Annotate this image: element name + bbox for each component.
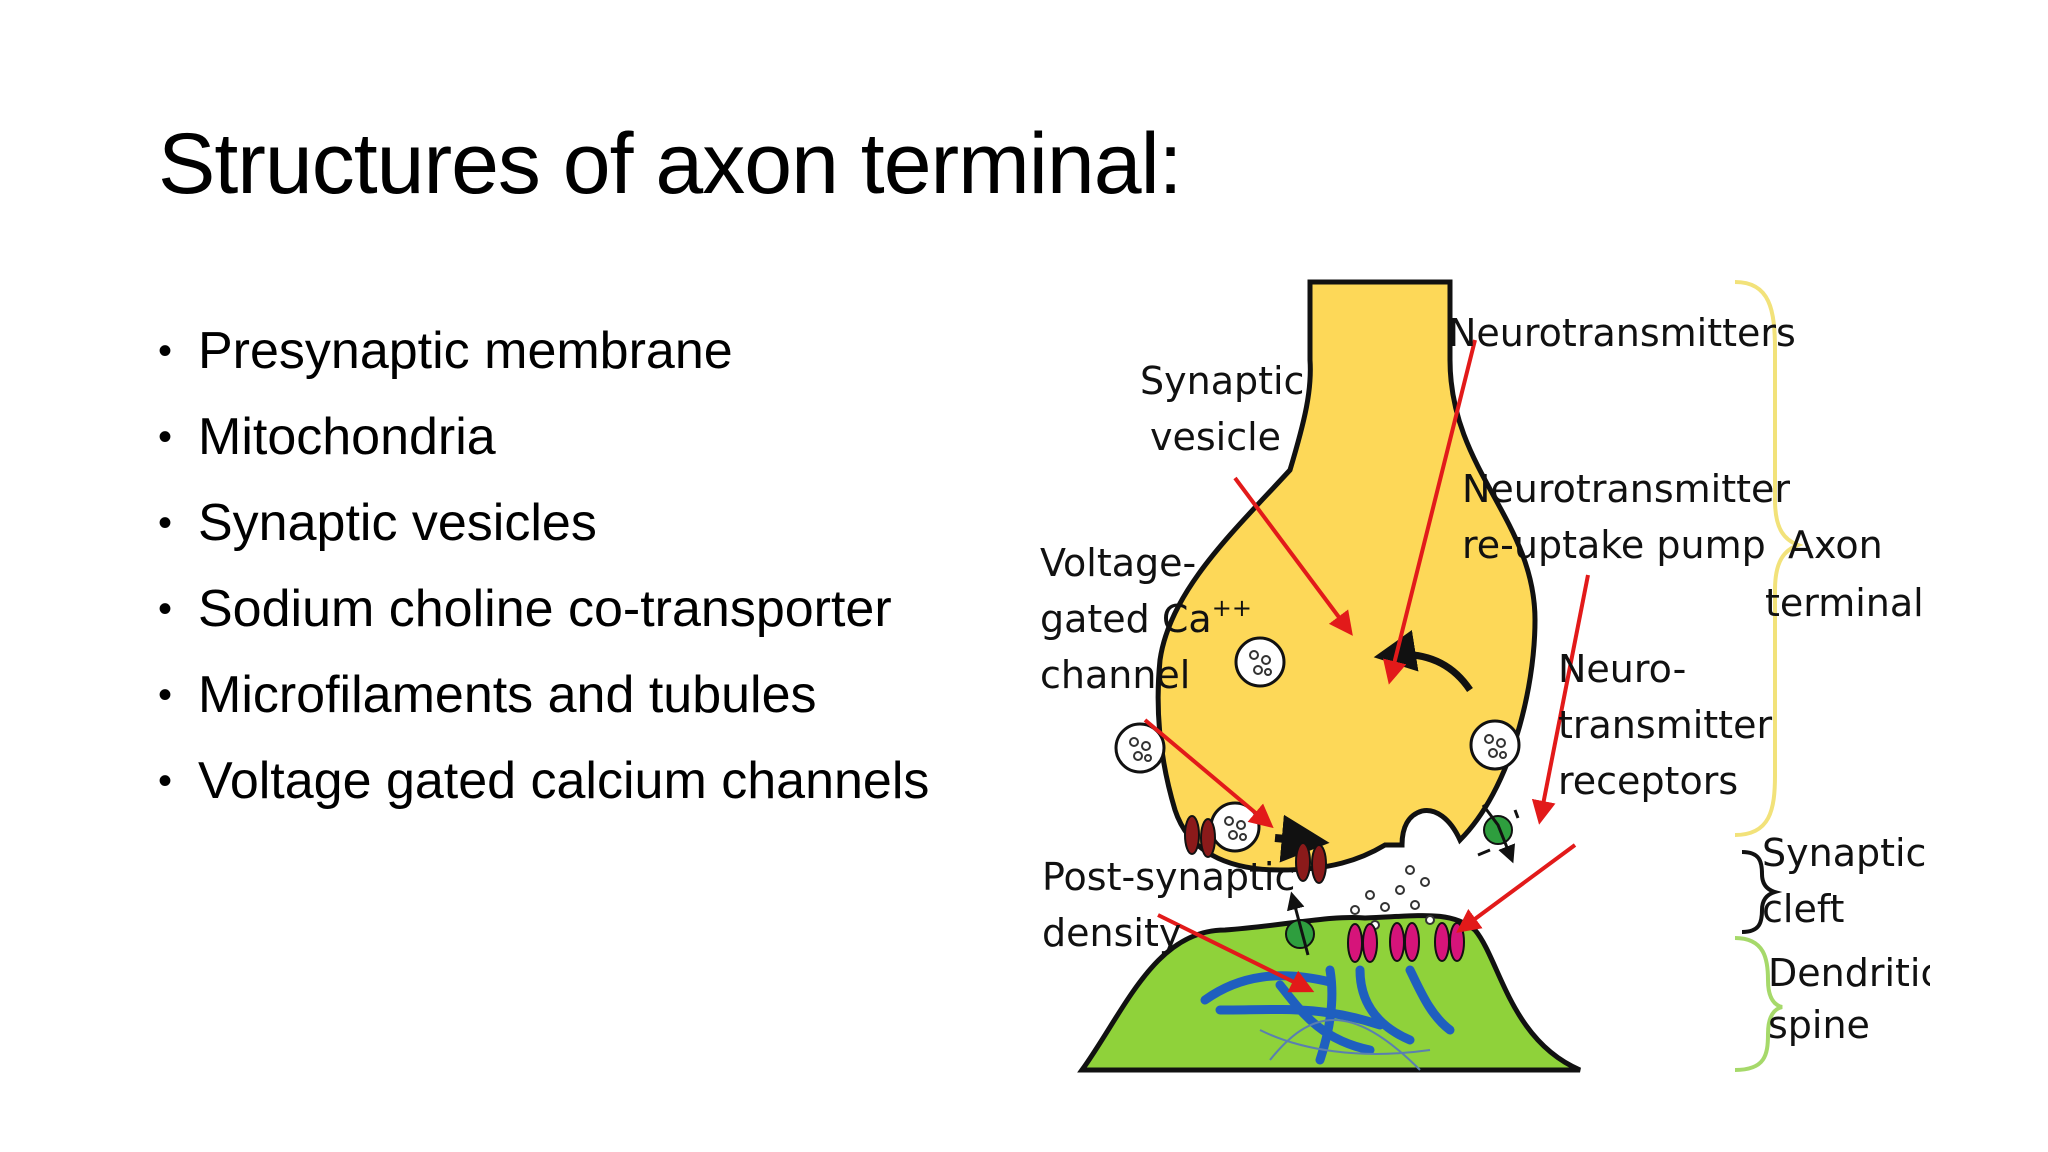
microfilaments [1200, 965, 1455, 1065]
bullet-item: • Voltage gated calcium channels [158, 738, 929, 824]
svg-text:re-uptake pump: re-uptake pump [1462, 523, 1766, 567]
dendritic-spine-brace [1734, 936, 1783, 1072]
axon-terminal-brace [1734, 280, 1804, 837]
svg-text:density: density [1042, 911, 1181, 955]
calcium-channels [1184, 815, 1327, 884]
recycle-arrow-icon [1373, 630, 1473, 692]
svg-text:cleft: cleft [1762, 887, 1844, 931]
bullet-item: • Synaptic vesicles [158, 480, 929, 566]
bullet-item: • Mitochondria [158, 394, 929, 480]
label-synaptic-cleft: cleft [1762, 887, 1844, 931]
postsynaptic-receptors [1347, 922, 1465, 963]
label-synaptic-vesicle: vesicle [1150, 415, 1281, 459]
pointer-arrows [1143, 339, 1590, 993]
bullet-dot-icon: • [158, 673, 173, 717]
axon-terminal-diagram: Neurotransmitters Synaptic vesicle Neuro… [1040, 279, 1930, 1073]
synaptic-vesicles [1114, 636, 1521, 853]
axon-terminal-shape [1155, 279, 1538, 873]
svg-text:gated Ca++: gated Ca++ [1040, 594, 1252, 641]
bullet-dot-icon: • [158, 587, 173, 631]
svg-text:vesicle: vesicle [1150, 415, 1281, 459]
label-voltage-gated-channel: channel [1040, 653, 1190, 697]
label-reuptake-pump: re-uptake pump [1462, 523, 1766, 567]
bullet-text: Mitochondria [198, 408, 496, 466]
svg-text:Synaptic: Synaptic [1762, 831, 1926, 875]
svg-text:receptors: receptors [1558, 759, 1738, 803]
svg-text:terminal: terminal [1765, 581, 1924, 625]
label-reuptake-pump: Neurotransmitter [1462, 467, 1790, 511]
label-neurotransmitters: Neurotransmitters [1448, 311, 1796, 355]
label-receptors: receptors [1558, 759, 1738, 803]
label-synaptic-vesicle: Synaptic [1140, 359, 1304, 403]
label-voltage-gated-channel-sup: ++ [1212, 594, 1252, 622]
bullet-dot-icon: • [158, 501, 173, 545]
svg-text:Neuro-: Neuro- [1558, 647, 1686, 691]
vesicle [1114, 722, 1166, 774]
reuptake-pump [1483, 815, 1513, 845]
svg-text:transmitter: transmitter [1558, 703, 1772, 747]
bullet-text: Presynaptic membrane [198, 322, 733, 380]
svg-text:Neurotransmitters: Neurotransmitters [1448, 311, 1796, 355]
synaptic-cleft-brace [1741, 850, 1783, 934]
bullet-list: • Presynaptic membrane • Mitochondria • Syn… [158, 308, 929, 824]
label-postsynaptic-density: Post-synaptic [1042, 855, 1295, 899]
label-postsynaptic-density: density [1042, 911, 1181, 955]
svg-text:Voltage-: Voltage- [1040, 541, 1196, 585]
bullet-item: • Sodium choline co-transporter [158, 566, 929, 652]
slide-title: Structures of axon terminal: [158, 116, 1183, 212]
label-voltage-gated-channel: Voltage- [1040, 541, 1196, 585]
vesicle [1469, 719, 1521, 771]
svg-text:spine: spine [1768, 1003, 1870, 1047]
bullet-dot-icon: • [158, 415, 173, 459]
bullet-dot-icon: • [158, 759, 173, 803]
bullet-text: Voltage gated calcium channels [198, 752, 930, 810]
bullet-text: Microfilaments and tubules [198, 666, 817, 724]
svg-text:Neurotransmitter: Neurotransmitter [1462, 467, 1790, 511]
bullet-item: • Presynaptic membrane [158, 308, 929, 394]
svg-text:Post-synaptic: Post-synaptic [1042, 855, 1295, 899]
bullet-item: • Microfilaments and tubules [158, 652, 929, 738]
label-receptors: transmitter [1558, 703, 1772, 747]
label-synaptic-cleft: Synaptic [1762, 831, 1926, 875]
label-dendritic-spine: Dendritic [1768, 951, 1930, 995]
label-receptors: Neuro- [1558, 647, 1686, 691]
vesicle [1234, 636, 1286, 688]
svg-text:Synaptic: Synaptic [1140, 359, 1304, 403]
svg-text:Dendritic: Dendritic [1768, 951, 1930, 995]
bullet-text: Synaptic vesicles [198, 494, 597, 552]
label-voltage-gated-channel: gated Ca [1040, 597, 1212, 641]
bullet-dot-icon: • [158, 329, 173, 373]
svg-text:channel: channel [1040, 653, 1190, 697]
release-arrow-icon [1274, 814, 1330, 863]
svg-text:Axon: Axon [1788, 523, 1883, 567]
label-axon-terminal: Axon [1788, 523, 1883, 567]
bullet-text: Sodium choline co-transporter [198, 580, 892, 638]
label-dendritic-spine: spine [1768, 1003, 1870, 1047]
label-axon-terminal: terminal [1765, 581, 1924, 625]
